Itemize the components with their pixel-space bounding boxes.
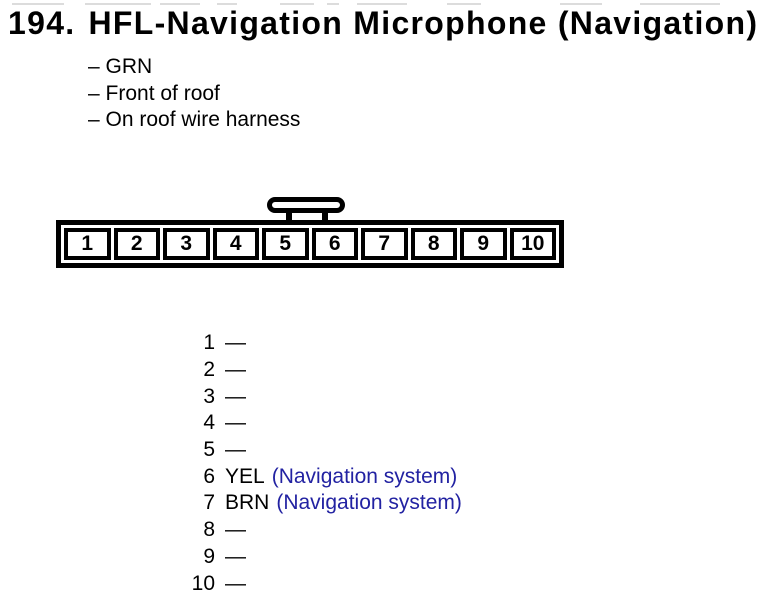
pin-row: 4 — bbox=[0, 410, 462, 437]
connector-cell: 9 bbox=[460, 228, 507, 260]
connector-cell: 8 bbox=[410, 228, 457, 260]
pin-row: 5 — bbox=[0, 437, 462, 464]
wire-color-label: — bbox=[225, 438, 246, 462]
pin-number: 5 bbox=[203, 438, 215, 462]
wire-color-label: — bbox=[225, 411, 246, 435]
connector-latch-icon bbox=[267, 197, 345, 213]
latch-leg-icon bbox=[286, 210, 292, 223]
latch-leg-icon bbox=[322, 210, 328, 223]
pin-row: 2 — bbox=[0, 357, 462, 384]
page-title: HFL-Navigation Microphone (Navigation) bbox=[88, 5, 759, 41]
wire-color-label: BRN bbox=[225, 491, 270, 515]
pin-row: 3 — bbox=[0, 383, 462, 410]
connector-cell: 7 bbox=[361, 228, 408, 260]
system-link[interactable]: (Navigation system) bbox=[271, 464, 458, 488]
notes-list: – GRN – Front of roof – On roof wire har… bbox=[88, 54, 300, 134]
pin-number: 7 bbox=[203, 491, 215, 515]
wire-color-label: — bbox=[225, 384, 246, 408]
wire-color-label: — bbox=[225, 518, 246, 542]
pin-number: 8 bbox=[203, 518, 215, 542]
pin-row: 1 — bbox=[0, 330, 462, 357]
wire-color-label: — bbox=[225, 331, 246, 355]
pin-number: 3 bbox=[203, 384, 215, 408]
pin-number: 10 bbox=[191, 571, 215, 595]
connector-cell: 10 bbox=[509, 228, 556, 260]
connector-cell: 4 bbox=[212, 228, 259, 260]
figure-number: 194. bbox=[8, 5, 76, 41]
note-item: – GRN bbox=[88, 55, 153, 79]
pin-number: 1 bbox=[203, 331, 215, 355]
wire-color-label: — bbox=[225, 358, 246, 382]
pin-row: 6 YEL (Navigation system) bbox=[0, 463, 462, 490]
pin-row: 10 — bbox=[0, 570, 462, 597]
note-item: – On roof wire harness bbox=[88, 108, 301, 132]
connector-body: 1 2 3 4 5 6 7 8 9 10 bbox=[56, 220, 564, 268]
note-item: – Front of roof bbox=[88, 81, 220, 105]
pin-number: 9 bbox=[203, 544, 215, 568]
connector-cell: 5 bbox=[262, 228, 309, 260]
section-title: 194. HFL-Navigation Microphone (Navigati… bbox=[8, 7, 758, 40]
pin-row: 9 — bbox=[0, 544, 462, 571]
connector-cell: 1 bbox=[64, 228, 111, 260]
wire-color-label: — bbox=[225, 544, 246, 568]
pin-number: 2 bbox=[203, 358, 215, 382]
connector-cell: 2 bbox=[113, 228, 160, 260]
pin-row: 7 BRN (Navigation system) bbox=[0, 490, 462, 517]
wire-color-label: YEL bbox=[225, 464, 265, 488]
pin-row: 8 — bbox=[0, 517, 462, 544]
wire-color-label: — bbox=[225, 571, 246, 595]
connector-cell: 6 bbox=[311, 228, 358, 260]
connector-cell: 3 bbox=[163, 228, 210, 260]
pin-number: 6 bbox=[203, 464, 215, 488]
system-link[interactable]: (Navigation system) bbox=[276, 491, 462, 515]
connector-diagram: 1 2 3 4 5 6 7 8 9 10 bbox=[56, 195, 564, 268]
pin-list: 1 — 2 — 3 — 4 — 5 — 6 YEL (Navigation sy… bbox=[0, 330, 462, 597]
pin-number: 4 bbox=[203, 411, 215, 435]
